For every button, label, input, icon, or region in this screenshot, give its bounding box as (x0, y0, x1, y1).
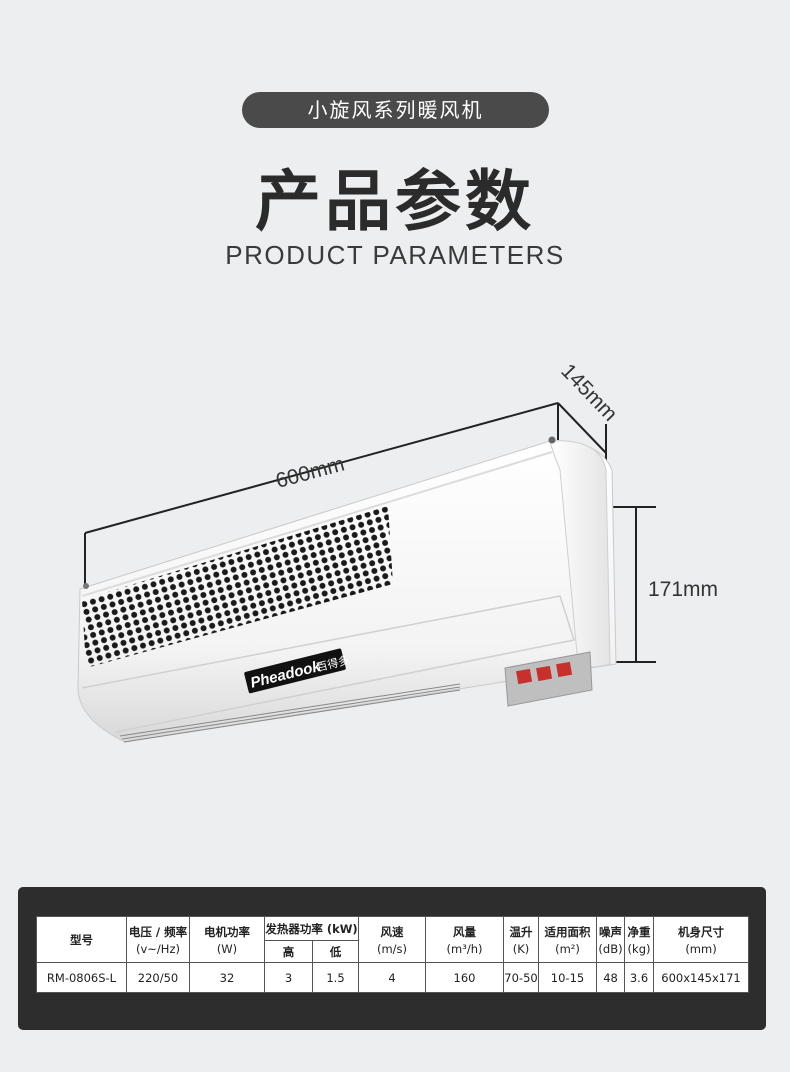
series-badge: 小旋风系列暖风机 (242, 92, 549, 128)
col-area: 适用面积(m²) (538, 916, 598, 963)
spec-panel: 型号 电压 / 频率(v~/Hz) 电机功率(W) 发热器功率 (kW) 风速(… (18, 887, 766, 1030)
cell-area: 10-15 (538, 962, 598, 993)
col-noise: 噪声(dB) (596, 916, 626, 963)
col-heater-high: 高 (264, 940, 313, 963)
cell-dimensions: 600x145x171 (653, 962, 750, 993)
spec-table: 型号 电压 / 频率(v~/Hz) 电机功率(W) 发热器功率 (kW) 风速(… (36, 916, 750, 993)
page-subtitle: PRODUCT PARAMETERS (225, 240, 565, 270)
bottom-vent (119, 683, 461, 743)
cell-model: RM-0806S-L (36, 962, 127, 993)
cell-voltage: 220/50 (126, 962, 190, 993)
cell-heater-low: 1.5 (311, 962, 360, 993)
height-dimension-label: 171mm (648, 578, 718, 601)
col-motor-power: 电机功率(W) (189, 916, 265, 963)
cell-noise: 48 (596, 962, 626, 993)
depth-dimension-label: 145mm (556, 359, 621, 425)
col-heater-power: 发热器功率 (kW) (263, 916, 360, 941)
front-grille (82, 506, 393, 668)
cell-wind-speed: 4 (358, 962, 427, 993)
col-dimensions: 机身尺寸(mm) (653, 916, 750, 963)
heater-unit: Pheadook 百得多 (77, 436, 617, 743)
cell-motor-power: 32 (189, 962, 265, 993)
cell-heater-high: 3 (264, 962, 313, 993)
col-air-volume: 风量(m³/h) (425, 916, 505, 963)
col-heater-low: 低 (311, 940, 360, 963)
cell-temp-rise: 70-50 (503, 962, 540, 993)
col-model: 型号 (36, 916, 127, 963)
product-figure: 600mm 145mm 171mm Pheadook 百得多 (77, 359, 718, 743)
page-title: 产品参数 (255, 163, 535, 240)
table-row: RM-0806S-L 220/50 32 3 1.5 4 160 70-50 1… (36, 962, 750, 993)
col-wind-speed: 风速(m/s) (358, 916, 427, 963)
width-dimension-label: 600mm (273, 452, 347, 492)
col-voltage: 电压 / 频率(v~/Hz) (126, 916, 190, 963)
cell-net-weight: 3.6 (624, 962, 655, 993)
control-switches (516, 661, 573, 685)
cell-air-volume: 160 (425, 962, 505, 993)
col-temp-rise: 温升(K) (503, 916, 540, 963)
col-net-weight: 净重(kg) (624, 916, 655, 963)
